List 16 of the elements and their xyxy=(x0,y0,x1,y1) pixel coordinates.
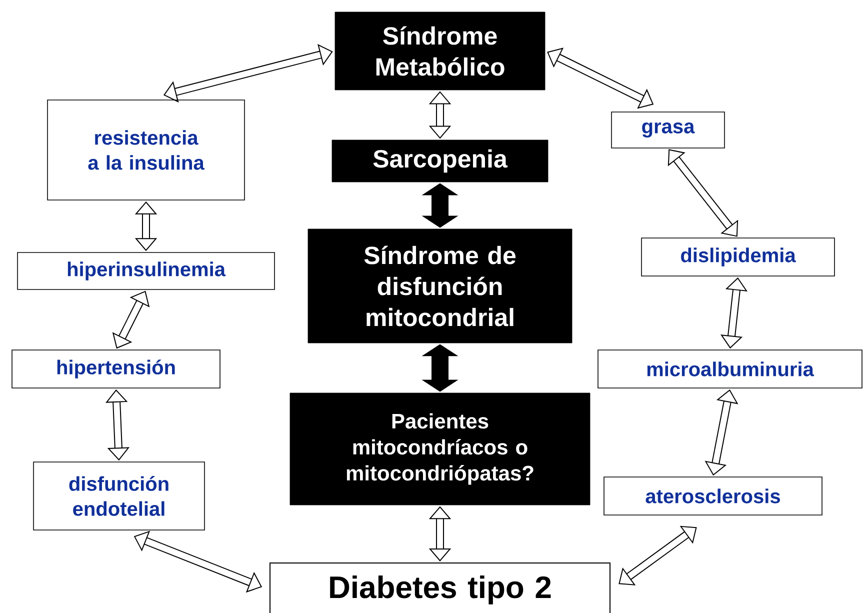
concept-box: hiperinsulinemia xyxy=(17,252,275,290)
concept-box: resistencia a la insulina xyxy=(47,100,245,200)
highlight-box: Síndrome de disfunción mitocondrial xyxy=(308,228,572,344)
double-arrow xyxy=(428,91,452,139)
concept-box: hipertensión xyxy=(12,350,220,388)
concept-box: microalbuminuria xyxy=(598,350,862,388)
concept-box: grasa xyxy=(611,112,725,148)
double-arrow xyxy=(668,149,738,237)
double-arrow xyxy=(428,506,452,562)
outcome-box: Diabetes tipo 2 xyxy=(270,562,610,613)
double-arrow xyxy=(618,526,697,586)
highlight-box: Pacientes mitocondríacos o mitocondriópatas? xyxy=(290,392,590,506)
highlight-box: Síndrome Metabólico xyxy=(334,12,546,90)
concept-box: aterosclerosis xyxy=(604,476,822,516)
concept-box: disfunción endotelial xyxy=(33,462,205,530)
concept-box: dislipidemia xyxy=(641,238,835,276)
